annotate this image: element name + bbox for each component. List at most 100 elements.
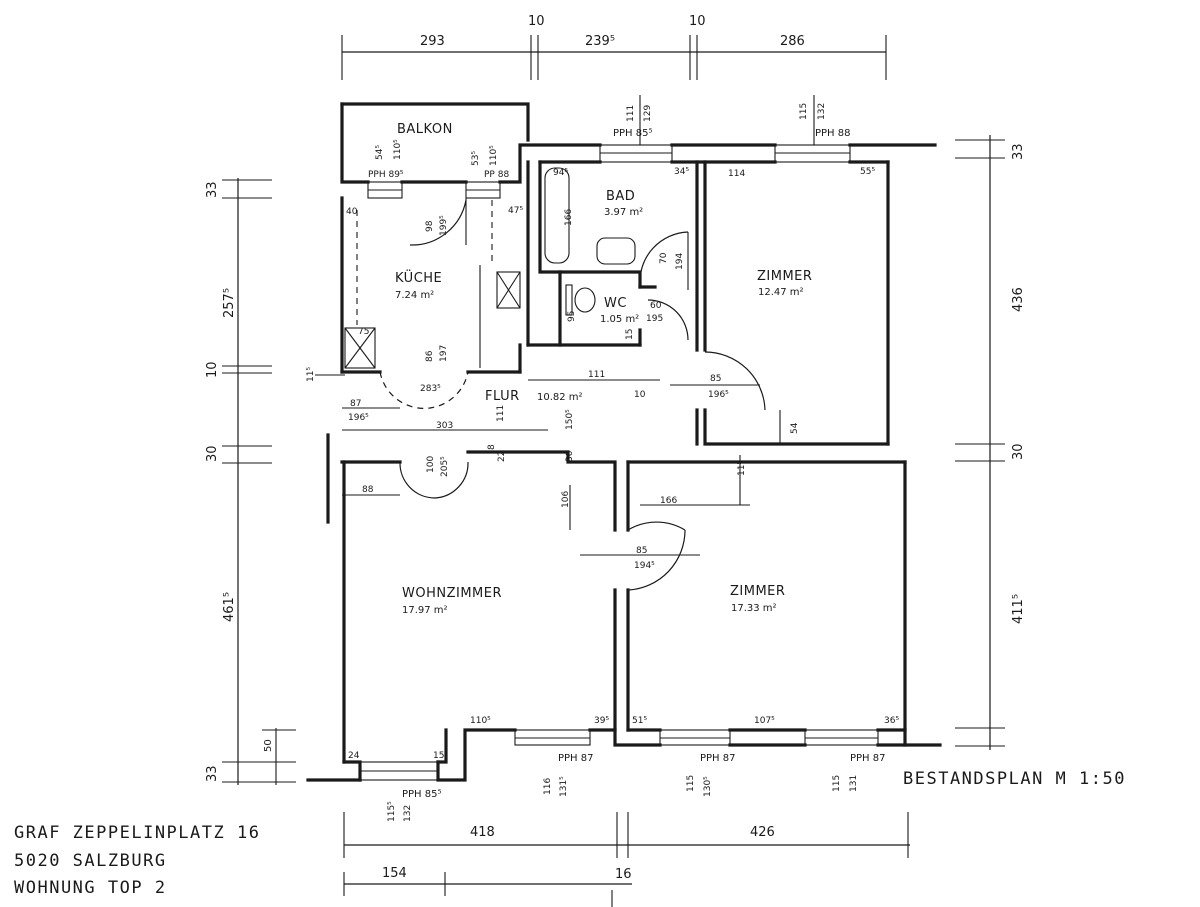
dim-111c: 111 [496, 405, 506, 422]
dim-11b: 11⁵ [737, 461, 747, 476]
dim-bottom-154: 154 [382, 866, 407, 881]
pph-zimmer-2b: PPH 87 [850, 753, 885, 764]
dim-8: 8 [487, 444, 497, 450]
dim-85b: 85 [636, 546, 647, 556]
dim-196b: 196⁵ [348, 413, 369, 423]
dim-98: 98 [425, 220, 435, 232]
dim-bottom-426: 426 [750, 825, 775, 840]
dim-left-257: 257⁵ [222, 288, 237, 318]
dim-10c: 10 [634, 390, 646, 400]
room-wc: WC [604, 296, 627, 311]
dim-116: 116 [543, 778, 553, 795]
bottom-dimension-lines [343, 812, 910, 907]
dim-132b: 132 [403, 805, 413, 822]
top-dimension-line [341, 35, 887, 80]
dim-24: 24 [348, 751, 360, 761]
dim-131: 131⁵ [559, 776, 569, 797]
dim-100: 100 [426, 456, 436, 473]
left-dimension-line [222, 178, 296, 785]
dim-39: 39⁵ [594, 716, 609, 726]
dim-205: 205⁵ [440, 456, 450, 477]
room-wc-area: 1.05 m² [600, 314, 639, 325]
dim-top-10a: 10 [528, 14, 545, 29]
interior-dim-lines [315, 95, 815, 556]
room-zimmer-2-area: 17.33 m² [731, 603, 777, 614]
dim-22: 22 [497, 451, 507, 462]
pph-wohnzimmer-1: PPH 85⁵ [402, 789, 442, 800]
pph-wohnzimmer-2: PPH 87 [558, 753, 593, 764]
dim-95: 95 [567, 311, 577, 322]
dim-15b: 15 [433, 751, 444, 761]
dim-86: 86 [425, 350, 435, 362]
dim-left-50: 50 [263, 739, 274, 752]
dim-107: 107⁵ [754, 716, 775, 726]
plan-title: BESTANDSPLAN M 1:50 [903, 769, 1126, 789]
windows [359, 144, 879, 781]
dim-54b: 54 [790, 422, 800, 434]
pph-balkon-1: PPH 89⁵ [368, 170, 404, 180]
dim-47: 47⁵ [508, 206, 523, 216]
dim-94: 94⁵ [553, 168, 568, 178]
walls [306, 102, 942, 782]
door-swings [379, 198, 766, 591]
right-dimension-line [955, 135, 1005, 750]
dim-right-436: 436 [1011, 287, 1026, 312]
room-flur: FLUR [485, 389, 520, 404]
dim-left-33a: 33 [205, 181, 220, 198]
dim-top-293: 293 [420, 34, 445, 49]
dim-75: 75 [358, 327, 369, 337]
dim-top-286: 286 [780, 34, 805, 49]
dim-right-30: 30 [1011, 443, 1026, 460]
dim-34: 34⁵ [674, 167, 689, 177]
room-wohnzimmer-area: 17.97 m² [402, 605, 448, 616]
dim-left-461: 461⁵ [222, 592, 237, 622]
room-bad: BAD [606, 189, 635, 204]
dim-54: 54⁵ [375, 145, 385, 160]
dim-87a: 87 [350, 399, 361, 409]
dim-30c: 30 [565, 450, 575, 462]
dim-53: 53⁵ [471, 151, 481, 166]
dim-11: 11⁵ [306, 367, 316, 382]
dim-70: 70 [659, 252, 669, 264]
dim-110c: 110⁵ [470, 716, 491, 726]
dim-left-30: 30 [205, 445, 220, 462]
room-zimmer-1: ZIMMER [757, 269, 812, 284]
address-line-3: WOHNUNG TOP 2 [14, 878, 167, 898]
dim-194b: 194⁵ [634, 561, 655, 571]
dim-166b: 166 [660, 496, 677, 506]
dim-left-33b: 33 [205, 765, 220, 782]
dim-60: 60 [650, 301, 662, 311]
dim-106: 106 [561, 491, 571, 508]
dim-top-239: 239⁵ [585, 34, 615, 49]
pph-zimmer-2a: PPH 87 [700, 753, 735, 764]
dim-bottom-16: 16 [615, 867, 632, 882]
room-wohnzimmer: WOHNZIMMER [402, 586, 502, 601]
dim-132a: 132 [817, 103, 827, 120]
dim-111b: 111 [588, 370, 605, 380]
dim-130: 130⁵ [703, 776, 713, 797]
dim-top-10b: 10 [689, 14, 706, 29]
dim-115d: 115⁵ [387, 801, 397, 822]
dim-51: 51⁵ [632, 716, 647, 726]
dim-129: 129 [643, 105, 653, 122]
dim-115c: 115 [832, 775, 842, 792]
room-kueche: KÜCHE [395, 269, 442, 286]
room-bad-area: 3.97 m² [604, 207, 643, 218]
dim-111a: 111 [626, 105, 636, 122]
room-flur-area: 10.82 m² [537, 392, 583, 403]
dim-85a: 85 [710, 374, 721, 384]
dim-131b: 131 [849, 775, 859, 792]
dim-283: 283⁵ [420, 384, 441, 394]
address-line-1: GRAF ZEPPELINPLATZ 16 [14, 823, 260, 843]
dim-196a: 196⁵ [708, 390, 729, 400]
dim-303: 303 [436, 421, 453, 431]
dim-right-411: 411⁵ [1011, 594, 1026, 624]
fixtures [344, 167, 636, 369]
dim-110b: 110⁵ [489, 145, 499, 166]
dim-199: 199⁵ [439, 215, 449, 236]
dim-114: 114 [728, 169, 745, 179]
pph-bad: PPH 85⁵ [613, 128, 653, 139]
dim-left-10: 10 [205, 361, 220, 378]
dim-36: 36⁵ [884, 716, 899, 726]
